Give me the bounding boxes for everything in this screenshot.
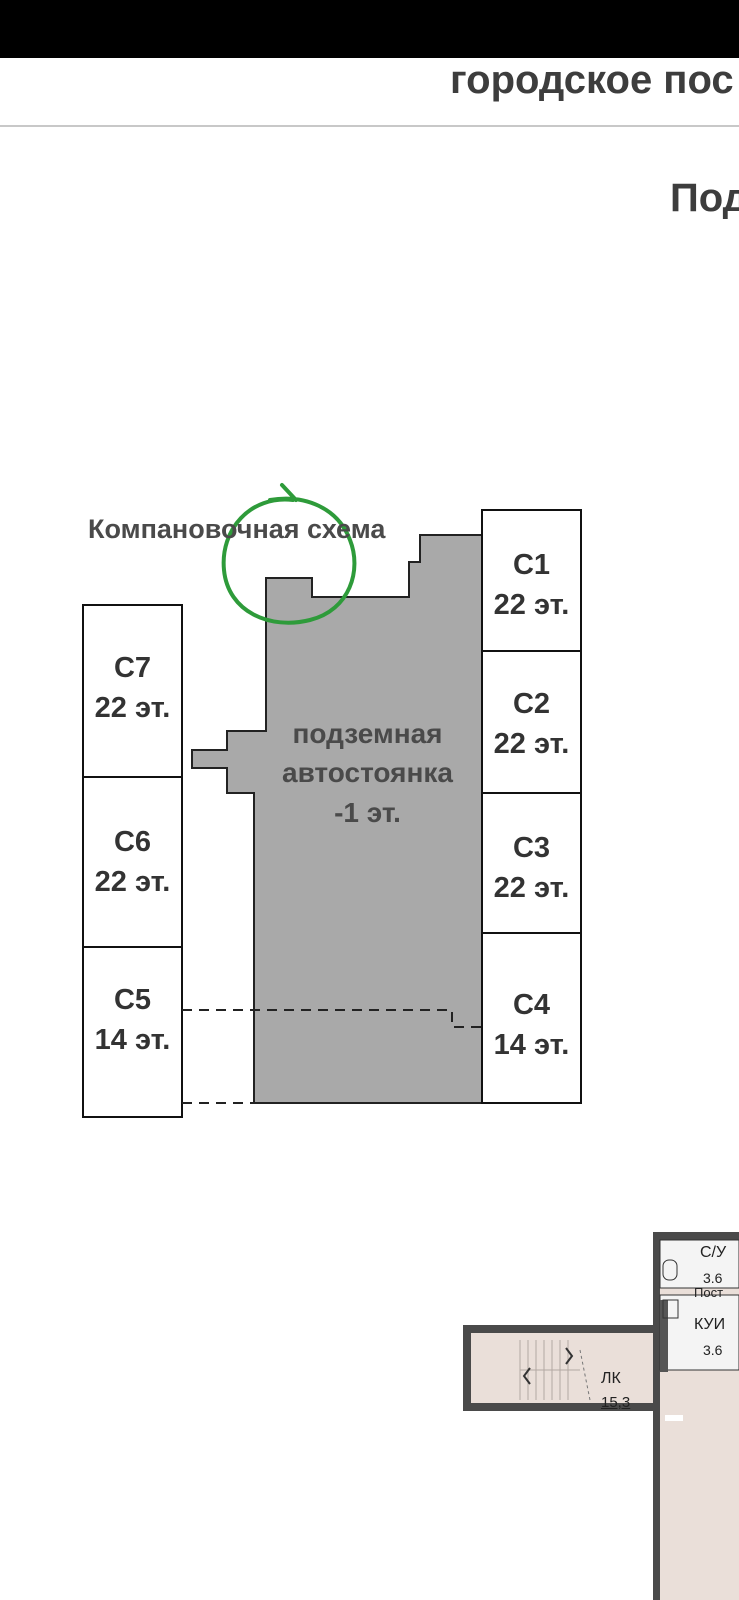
building-c2-floors: 22 эт.: [493, 728, 570, 760]
building-c7-label: C7 22 эт.: [83, 648, 182, 728]
building-c6: [82, 776, 183, 948]
building-c5: [82, 946, 183, 1118]
building-c7-floors: 22 эт.: [94, 692, 171, 724]
plan-room-kui-area: 3.6: [703, 1342, 723, 1358]
plan-room-wc-area: 3.6: [703, 1270, 723, 1286]
plan-room-lk-area: 15,3: [601, 1394, 631, 1411]
building-c3-id: C3: [512, 832, 551, 864]
plan-room-post-name: Пост: [694, 1285, 724, 1300]
building-c5-id: C5: [113, 984, 152, 1016]
header-divider: [0, 125, 739, 127]
plan-room-wc-name: С/У: [700, 1244, 727, 1261]
plan-room-lk-name: ЛК: [601, 1370, 621, 1387]
parking-label-line1: подземная: [292, 718, 443, 749]
building-c6-id: C6: [113, 826, 152, 858]
building-c2-label: C2 22 эт.: [482, 684, 581, 764]
building-c4-floors: 14 эт.: [493, 1029, 570, 1061]
building-c3-label: C3 22 эт.: [482, 828, 581, 908]
plan-room-kui-name: КУИ: [694, 1316, 726, 1333]
dashed-connector-lines: [182, 1009, 482, 1104]
page-header-title: городское пос: [450, 58, 734, 102]
building-c2-id: C2: [512, 688, 551, 720]
building-c3-floors: 22 эт.: [493, 872, 570, 904]
scheme-title: Компановочная схема: [88, 514, 386, 544]
building-c6-label: C6 22 эт.: [83, 822, 182, 902]
building-c5-floors: 14 эт.: [94, 1024, 171, 1056]
building-c4-label: C4 14 эт.: [482, 985, 581, 1065]
building-c1-floors: 22 эт.: [493, 589, 570, 621]
building-c5-label: C5 14 эт.: [83, 980, 182, 1060]
building-c7-id: C7: [113, 652, 152, 684]
parking-label-line2: автостоянка: [282, 757, 453, 788]
building-c6-floors: 22 эт.: [94, 866, 171, 898]
building-c1: [481, 509, 582, 652]
parking-label-line3: -1 эт.: [334, 797, 401, 828]
building-c1-id: C1: [512, 549, 551, 581]
building-c4-id: C4: [512, 989, 551, 1021]
floor-plan-fragment: [463, 1232, 739, 1600]
building-c7: [82, 604, 183, 778]
building-c4: [481, 932, 582, 1104]
building-c1-label: C1 22 эт.: [482, 545, 581, 625]
top-status-bar: [0, 0, 739, 58]
page-subtitle: Под: [670, 176, 739, 220]
annotation-circle: [221, 483, 357, 625]
